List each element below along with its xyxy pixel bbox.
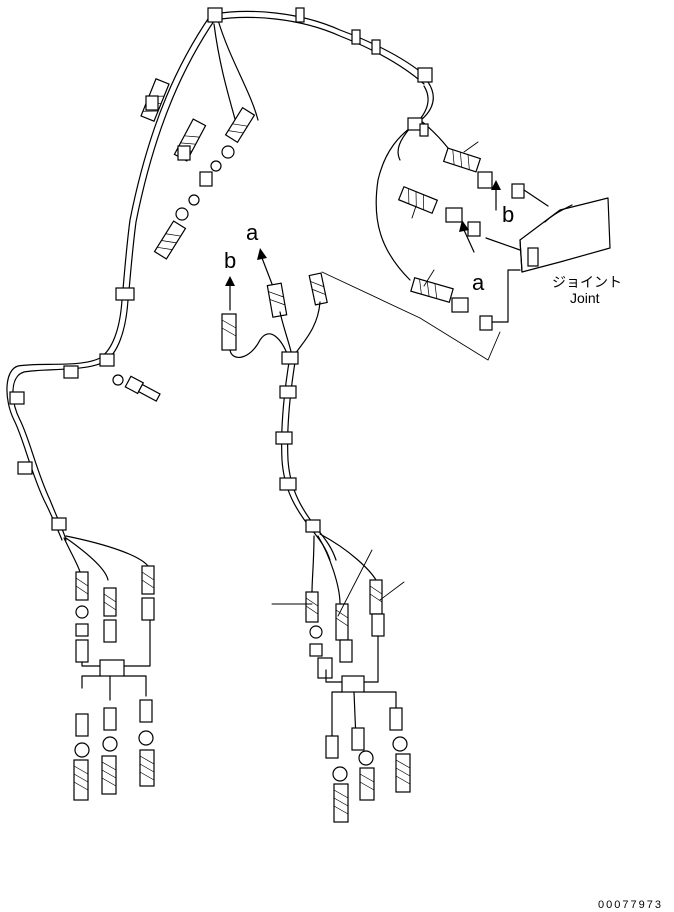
fitting: [511, 183, 525, 199]
clamp: [281, 351, 299, 365]
hose-end: [224, 106, 256, 144]
hose-end: [139, 749, 155, 787]
nut: [75, 605, 89, 619]
clamp: [371, 39, 381, 55]
fitting: [309, 643, 323, 657]
bolt: [124, 375, 161, 402]
clamp: [351, 29, 361, 45]
clamp: [63, 365, 79, 379]
nut: [175, 207, 189, 221]
nut: [332, 766, 348, 782]
hose-end: [395, 753, 411, 793]
fitting: [103, 707, 117, 731]
drawing-number: 00077973: [598, 899, 663, 911]
clamp: [295, 7, 305, 23]
clamp: [9, 391, 25, 405]
hose-end: [410, 277, 454, 303]
fitting: [371, 613, 385, 637]
clamp: [305, 519, 321, 533]
upper-hose-bundle: [121, 7, 433, 301]
hose-end: [266, 282, 288, 318]
arrow-b-right-label: b: [502, 202, 514, 227]
hose-end: [153, 220, 187, 260]
fitting: [479, 315, 493, 331]
fitting: [325, 735, 339, 759]
nut: [74, 742, 90, 758]
fitting: [445, 207, 463, 223]
fitting: [139, 699, 153, 723]
fitting: [145, 95, 159, 111]
bottom-center-fittings: [271, 549, 411, 823]
arrow-a-top: [257, 248, 273, 285]
clamp: [279, 385, 297, 399]
hose-end: [101, 755, 117, 795]
hose-end: [397, 185, 439, 215]
fitting: [389, 707, 403, 731]
hose-end: [369, 579, 383, 615]
hose-end: [103, 587, 117, 617]
manifold-block: [99, 659, 125, 677]
hose-end: [308, 272, 328, 306]
nut: [102, 736, 118, 752]
clamp: [115, 287, 135, 301]
right-hose-bundle: [375, 81, 525, 331]
nut: [188, 194, 200, 206]
fitting: [451, 297, 469, 313]
fitting: [75, 713, 89, 737]
nut: [358, 750, 374, 766]
tee-fitting: [477, 171, 493, 189]
fitting: [351, 727, 365, 751]
center-hose-bundle: [221, 272, 377, 605]
washer: [112, 374, 124, 386]
fitting: [467, 221, 481, 237]
hose-end: [73, 759, 89, 801]
joint-label-en: Joint: [570, 290, 600, 306]
hose-end: [335, 603, 349, 641]
hose-end: [305, 591, 319, 623]
nut: [221, 145, 235, 159]
hose-end: [141, 565, 155, 595]
clamp: [207, 7, 223, 23]
left-hose-bundle: [6, 287, 161, 581]
nut: [392, 736, 408, 752]
upper-left-fittings: [140, 78, 256, 260]
arrow-b-right: [491, 180, 501, 211]
hose-end: [359, 767, 375, 801]
hose-end: [442, 147, 482, 173]
fitting: [75, 623, 89, 637]
hose-end: [221, 313, 237, 351]
fitting: [103, 619, 117, 643]
arrow-a-top-label: a: [246, 220, 259, 245]
joint-block: [321, 189, 611, 361]
clamp: [419, 123, 429, 137]
arrow-a-right: [459, 220, 475, 253]
clamp: [417, 67, 433, 83]
hose-end: [75, 571, 89, 601]
manifold-block: [341, 675, 365, 693]
arrow-b-top-label: b: [224, 248, 236, 273]
clamp: [51, 517, 67, 531]
fitting: [317, 657, 333, 679]
hose-end: [333, 783, 349, 823]
clamp: [279, 477, 297, 491]
clamp: [99, 353, 115, 367]
fitting: [141, 597, 155, 621]
fitting: [199, 171, 213, 187]
arrow-b-top: [225, 276, 235, 311]
nut: [309, 625, 323, 639]
fitting: [177, 145, 191, 161]
nut: [210, 160, 222, 172]
clamp: [17, 461, 33, 475]
clamp: [275, 431, 293, 445]
joint-label-jp: ジョイント: [552, 274, 622, 290]
arrow-a-right-label: a: [472, 270, 485, 295]
nut: [138, 730, 154, 746]
fitting: [339, 639, 353, 663]
bottom-left-fittings: [73, 565, 155, 801]
fitting: [75, 639, 89, 663]
